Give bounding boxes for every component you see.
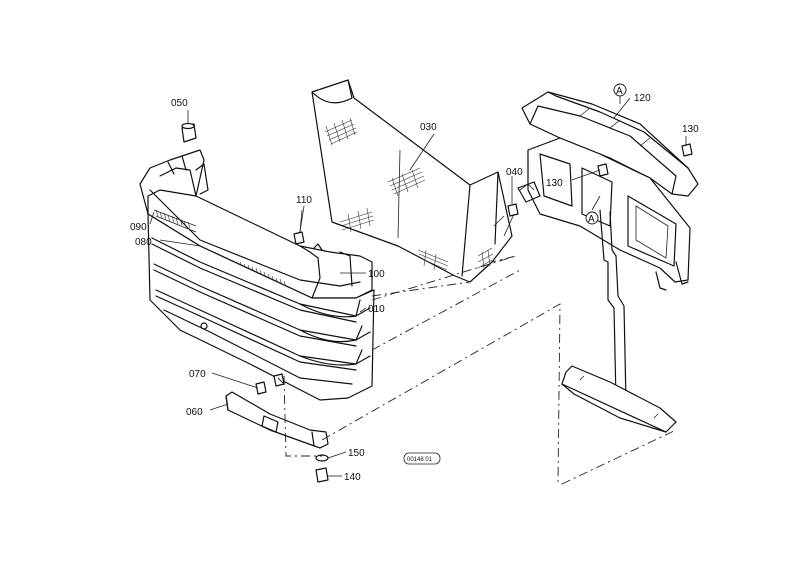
- reference-circle-a-upper: [613, 83, 627, 97]
- label-110: 110: [296, 195, 312, 206]
- fastener-part-130-lower: [597, 163, 609, 177]
- label-080: 080: [135, 237, 152, 248]
- label-010: 010: [368, 304, 385, 315]
- support-frame-part-120: [517, 91, 699, 433]
- cap-part-050: [181, 122, 197, 143]
- lower-bracket-part-060: [225, 373, 329, 449]
- reference-letter-a-lower: A: [588, 214, 595, 225]
- label-120: 120: [634, 93, 651, 104]
- label-150: 150: [348, 448, 365, 459]
- label-040: 040: [506, 167, 523, 178]
- drawing-code-frame: [403, 452, 441, 465]
- leader-lines: [149, 96, 687, 477]
- bolt-washer-part-140-150: [315, 454, 329, 483]
- label-130-lower: 130: [546, 178, 563, 189]
- reference-letter-a-upper: A: [616, 86, 623, 97]
- assembly-lines: [277, 255, 677, 485]
- label-130-upper: 130: [682, 124, 699, 135]
- fastener-part-040: [507, 203, 519, 217]
- reference-circle-a-lower: [585, 211, 599, 225]
- label-140: 140: [344, 472, 361, 483]
- label-070: 070: [189, 369, 206, 380]
- label-050: 050: [171, 98, 188, 109]
- pin-on-grille: [313, 243, 323, 251]
- label-100: 100: [368, 269, 385, 280]
- label-090: 090: [130, 222, 147, 233]
- grille-assembly: [139, 149, 375, 401]
- rear-panel-part-030: [311, 79, 513, 283]
- fastener-part-130-upper: [681, 143, 693, 157]
- label-060: 060: [186, 407, 203, 418]
- drawing-code: 00148 01: [407, 457, 433, 463]
- label-030: 030: [420, 122, 437, 133]
